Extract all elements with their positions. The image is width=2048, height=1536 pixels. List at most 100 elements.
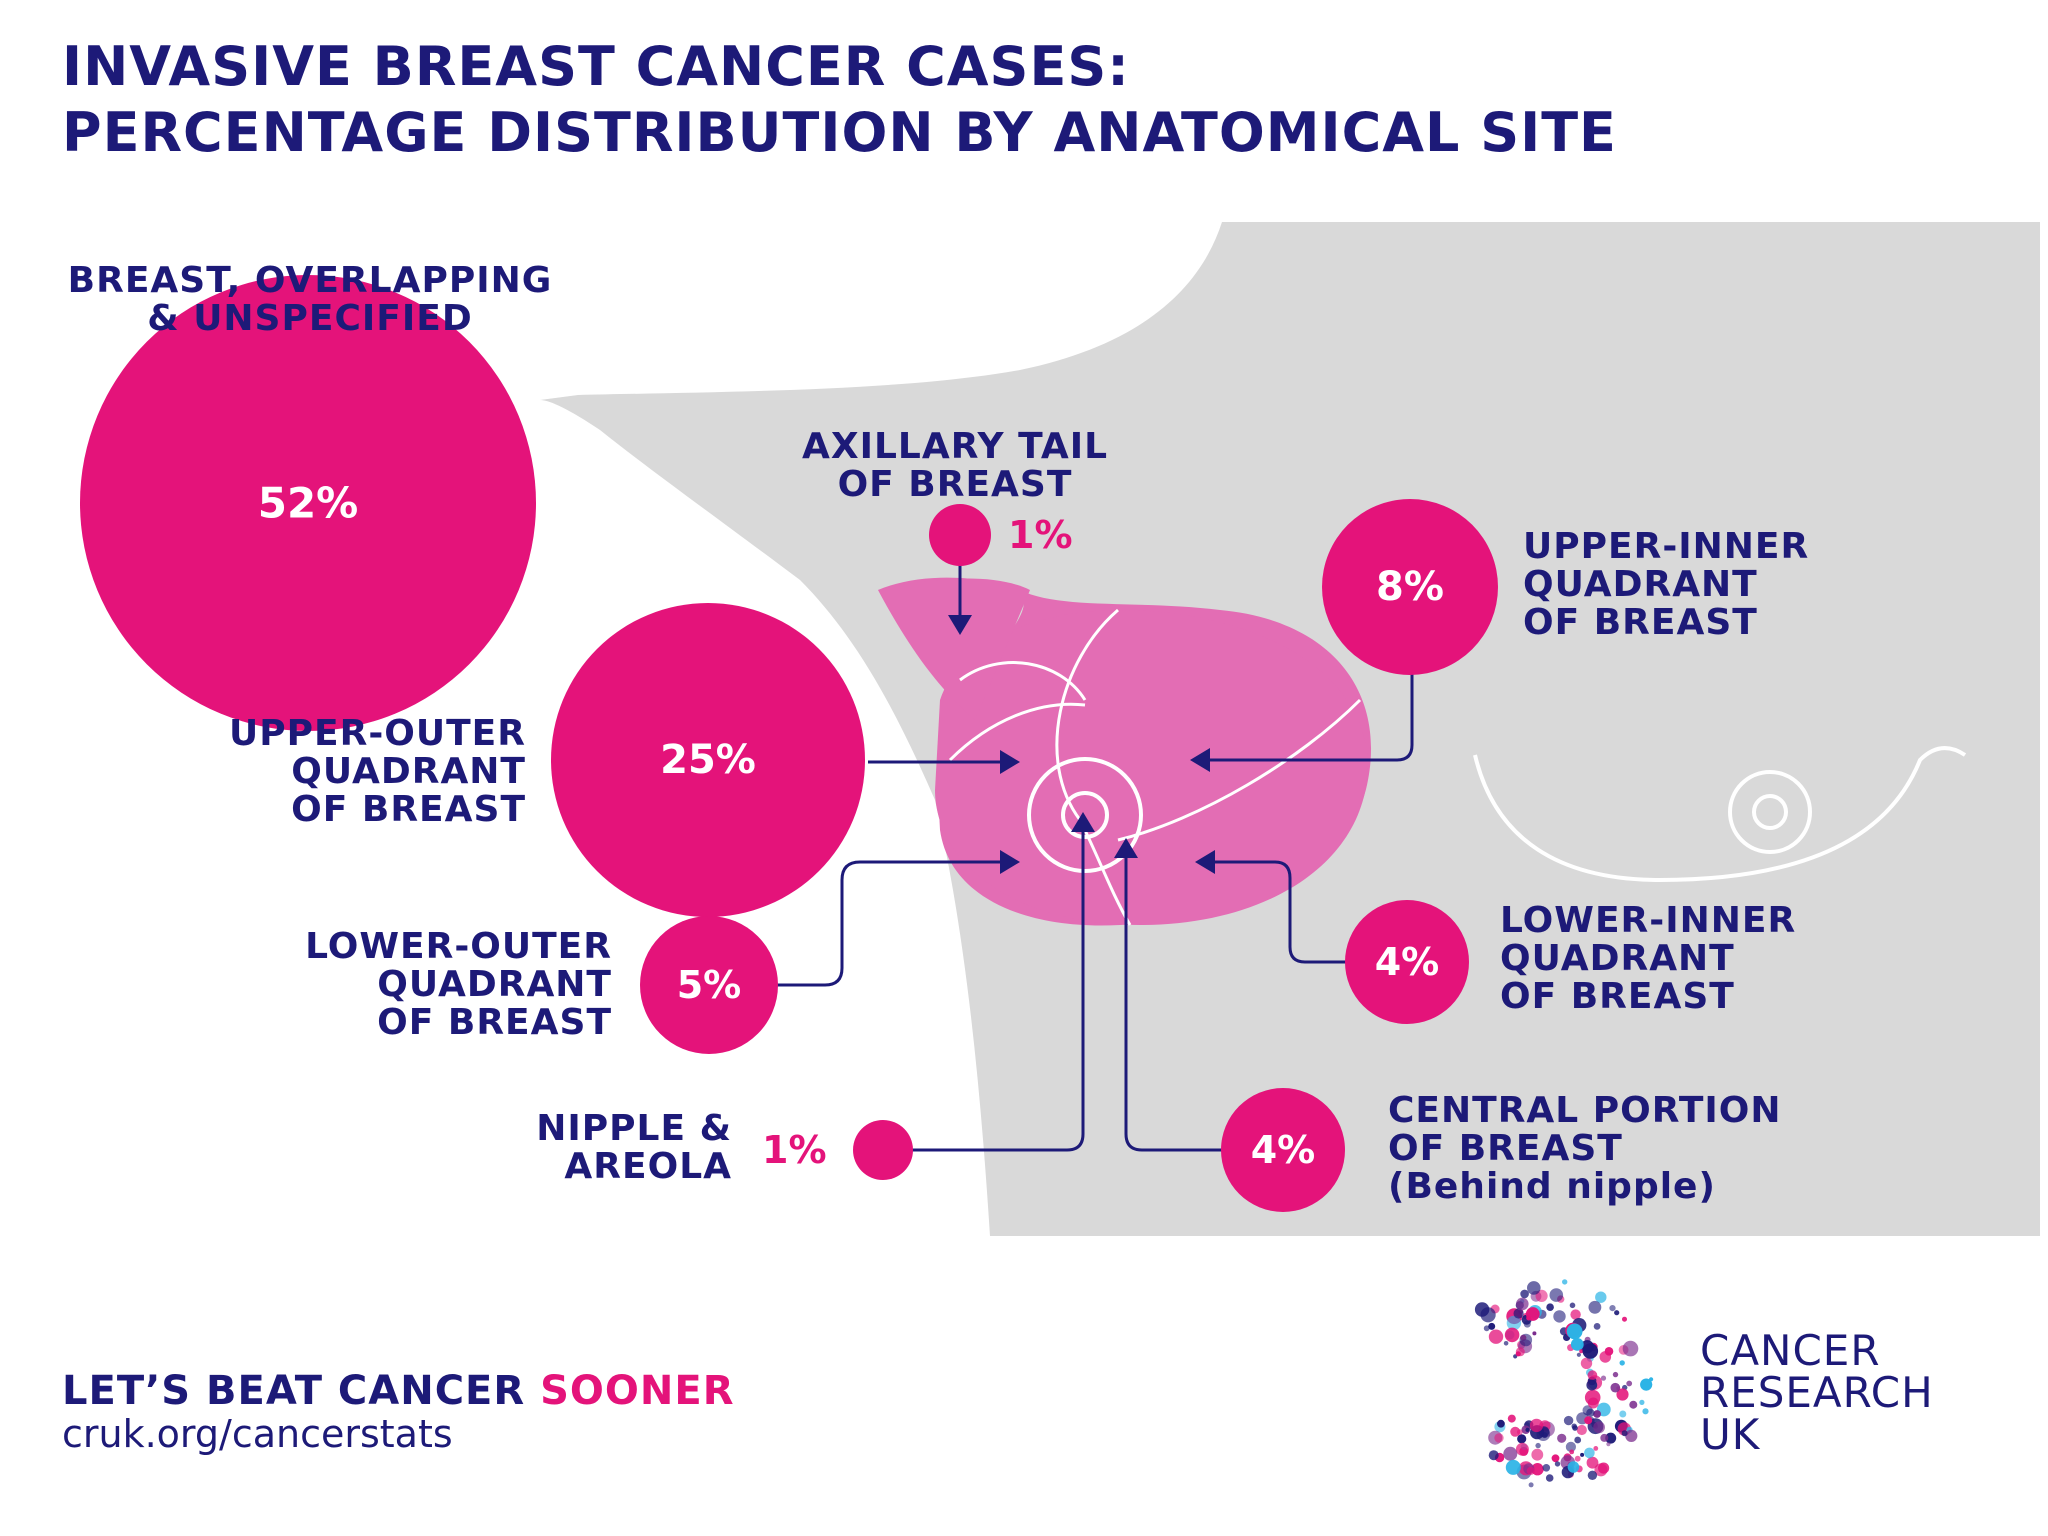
logo-dot (1545, 1474, 1554, 1482)
logo-dot (1513, 1308, 1524, 1319)
label-upper-inner: UPPER-INNER QUADRANT OF BREAST (1523, 526, 1810, 643)
logo-dot (1593, 1410, 1601, 1418)
logo-dot (1549, 1288, 1564, 1302)
logo-dot (1587, 1370, 1598, 1380)
logo-dot (1532, 1331, 1537, 1336)
logo-dot (1483, 1325, 1490, 1332)
logo-dot (1584, 1447, 1595, 1459)
logo-dot (1517, 1434, 1527, 1444)
logo-dot (1580, 1452, 1585, 1457)
logo-dot (1595, 1291, 1607, 1303)
value-lower-outer: 5% (676, 963, 742, 1007)
logo-dot (1612, 1371, 1619, 1378)
logo-dot (1649, 1377, 1654, 1382)
label-axillary: AXILLARY TAIL OF BREAST (801, 426, 1109, 505)
label-central: CENTRAL PORTION OF BREAST (Behind nipple… (1388, 1090, 1782, 1207)
logo-dot (1488, 1329, 1504, 1344)
connector-lower-inner (1205, 860, 1350, 964)
logo-dot (1587, 1470, 1598, 1481)
bubble-upper-outer (551, 603, 865, 917)
logo-dot (1570, 1338, 1584, 1351)
logo-dot (1625, 1429, 1638, 1442)
bubble-central (1221, 1088, 1345, 1212)
breast-body (935, 610, 1369, 925)
value-upper-outer: 25% (660, 737, 756, 783)
logo-dot (1600, 1375, 1607, 1381)
right-nipple (1752, 794, 1788, 830)
logo-dot (1510, 1426, 1521, 1437)
logo-dot (1562, 1279, 1568, 1285)
logo-dot (1640, 1378, 1653, 1391)
cruk-logo-icon (1474, 1279, 1654, 1488)
bubble-lower-outer (640, 916, 778, 1054)
logo-dot (1587, 1397, 1599, 1409)
source-url: cruk.org/cancerstats (62, 1412, 453, 1456)
logo-dot (1526, 1466, 1535, 1475)
arrowhead-upper-outer (1000, 750, 1020, 774)
logo-dot (1488, 1322, 1496, 1330)
logo-dot (1497, 1419, 1505, 1428)
logo-dot (1639, 1399, 1645, 1405)
tagline: LET’S BEAT CANCER SOONER (62, 1368, 735, 1414)
logo-dot (1570, 1309, 1581, 1320)
value-nipple: 1% (762, 1128, 827, 1172)
logo-dot (1621, 1430, 1628, 1437)
logo-dot (1505, 1459, 1521, 1475)
logo-dot (1504, 1327, 1520, 1343)
logo-dot (1629, 1400, 1638, 1409)
logo-dot (1619, 1410, 1627, 1418)
logo-dot (1619, 1360, 1625, 1366)
right-breast-outline (1473, 746, 1967, 883)
logo-dot (1622, 1316, 1627, 1322)
logo-dot (1557, 1433, 1567, 1443)
tagline-main: LET’S BEAT CANCER (62, 1368, 541, 1414)
logo-dot (1616, 1388, 1629, 1401)
left-areola (1027, 757, 1143, 873)
logo-dot (1569, 1449, 1575, 1455)
logo-dot (1586, 1408, 1595, 1418)
logo-dot (1622, 1340, 1639, 1357)
logo-dot (1605, 1432, 1617, 1444)
logo-dot (1507, 1414, 1516, 1423)
logo-dot (1494, 1433, 1504, 1443)
arrowhead-axillary (948, 615, 972, 635)
connector-nipple (900, 825, 1085, 1152)
logo-dot (1525, 1427, 1530, 1432)
logo-dot (1599, 1351, 1612, 1363)
value-lower-inner: 4% (1374, 940, 1440, 984)
logo-dot (1553, 1310, 1566, 1323)
label-overlapping: BREAST, OVERLAPPING & UNSPECIFIED (67, 260, 553, 339)
logo-dot (1529, 1418, 1544, 1433)
logo-dot (1582, 1343, 1599, 1359)
arrowhead-lower-inner (1195, 850, 1215, 874)
logo-dot (1588, 1300, 1602, 1314)
quadrant-line-horizontal (959, 661, 1362, 842)
logo-dot (1600, 1433, 1609, 1442)
logo-dot (1642, 1408, 1649, 1415)
brand-name: CANCER RESEARCH UK (1700, 1326, 1934, 1459)
logo-dot (1576, 1352, 1581, 1357)
tagline-accent: SOONER (540, 1368, 735, 1414)
logo-dot (1531, 1448, 1544, 1461)
logo-dot (1563, 1415, 1574, 1426)
logo-dot (1535, 1289, 1548, 1302)
logo-dot (1565, 1441, 1576, 1452)
label-lower-inner: LOWER-INNER QUADRANT OF BREAST (1500, 900, 1797, 1017)
logo-dot (1580, 1357, 1593, 1370)
logo-dot (1586, 1379, 1598, 1391)
value-axillary: 1% (1008, 513, 1073, 557)
logo-dot (1520, 1289, 1529, 1299)
value-central: 4% (1250, 1128, 1316, 1172)
connector-central (1124, 850, 1224, 1152)
arrowhead-nipple (1071, 812, 1095, 832)
logo-dot (1535, 1442, 1541, 1449)
logo-dot (1516, 1429, 1523, 1435)
logo-dot (1525, 1307, 1540, 1321)
logo-dot (1586, 1456, 1599, 1469)
value-overlapping: 52% (257, 478, 359, 528)
logo-dot (1503, 1446, 1518, 1461)
logo-dot (1593, 1446, 1599, 1451)
page-title: INVASIVE BREAST CANCER CASES: PERCENTAGE… (62, 34, 2012, 166)
logo-dot (1609, 1305, 1616, 1312)
